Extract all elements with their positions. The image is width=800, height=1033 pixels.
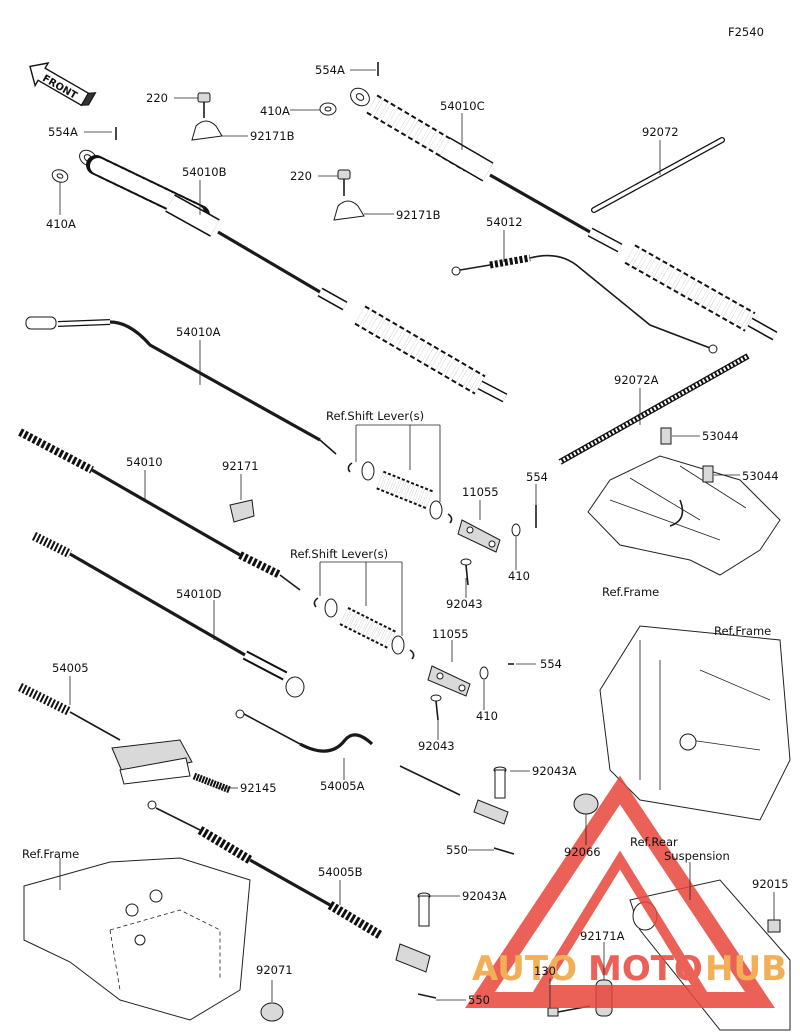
bolt-220-mid <box>337 169 351 196</box>
label-ref-frame-left: Ref.Frame <box>22 847 79 861</box>
frame-ref-top <box>587 455 781 576</box>
clip-92171 <box>229 499 255 523</box>
cable-54010D <box>31 531 305 698</box>
watermark-text-hub: HUB <box>705 949 787 989</box>
label-220-mid: 220 <box>290 169 312 183</box>
pin-92043-top <box>460 558 472 586</box>
label-11055-top: 11055 <box>462 485 499 499</box>
front-direction-arrow: FRONT <box>29 62 97 107</box>
label-54010A: 54010A <box>176 325 221 339</box>
watermark-text-auto: AUTO <box>472 949 577 989</box>
label-410-mid: 410 <box>476 709 498 723</box>
label-ref-rear-2: Suspension <box>664 849 730 863</box>
label-54005A: 54005A <box>320 779 365 793</box>
label-92043A-top: 92043A <box>532 764 577 778</box>
label-92145: 92145 <box>240 781 277 795</box>
leader-lines <box>59 69 775 1008</box>
clamp-92171B-mid <box>333 200 365 221</box>
label-92043-top: 92043 <box>446 597 483 611</box>
label-92171A: 92171A <box>580 929 625 943</box>
cable-54005B <box>147 800 431 973</box>
cable-tie-92072A <box>558 353 750 465</box>
label-92066: 92066 <box>564 845 601 859</box>
shift-lever-parts-2 <box>313 597 415 660</box>
label-ref-frame-top: Ref.Frame <box>602 585 659 599</box>
label-92171: 92171 <box>222 459 259 473</box>
label-53044-top: 53044 <box>702 429 739 443</box>
clip-53044-top <box>660 427 672 445</box>
label-554A-top: 554A <box>315 63 345 77</box>
label-11055-mid: 11055 <box>432 627 469 641</box>
pin-92043-mid <box>430 694 442 721</box>
pin-92043A-top <box>493 766 507 799</box>
label-ref-frame-right: Ref.Frame <box>714 624 771 638</box>
label-92171B-top: 92171B <box>250 129 295 143</box>
grommet-92071 <box>260 1002 284 1022</box>
cable-54005A <box>235 709 509 825</box>
washer-410-mid <box>479 666 489 680</box>
figure-code: F2540 <box>728 25 764 39</box>
clamp-92171B-top <box>191 120 223 141</box>
label-130: 130 <box>534 964 556 978</box>
label-92171B-mid: 92171B <box>396 208 441 222</box>
label-554-top: 554 <box>526 470 548 484</box>
label-54012: 54012 <box>486 215 523 229</box>
pin-550-top <box>493 847 515 855</box>
label-92072: 92072 <box>642 125 679 139</box>
shift-lever-leader-2 <box>319 562 403 636</box>
washer-410-top <box>511 523 521 537</box>
label-54010: 54010 <box>126 455 163 469</box>
bolt-220-top <box>197 92 211 118</box>
label-92043A-bot: 92043A <box>462 889 507 903</box>
label-54010D: 54010D <box>176 587 222 601</box>
frame-ref-right <box>599 625 791 821</box>
label-92043-mid: 92043 <box>418 739 455 753</box>
clip-53044-bot <box>702 465 714 483</box>
cable-54005 <box>17 682 193 785</box>
shift-lever-leader-1 <box>355 425 441 502</box>
label-92015: 92015 <box>752 877 789 891</box>
frame-ref-left <box>23 857 251 1021</box>
label-550-top: 550 <box>446 843 468 857</box>
pin-550-bot <box>417 993 437 999</box>
label-410-top: 410 <box>508 569 530 583</box>
lever-11055-top <box>457 519 501 553</box>
cable-54010 <box>18 428 301 591</box>
pin-92043A-bot <box>417 892 431 927</box>
label-53044-bot: 53044 <box>742 469 779 483</box>
label-92071: 92071 <box>256 963 293 977</box>
cable-54012 <box>451 254 718 354</box>
watermark-logo: AUTO MOTO HUB <box>465 775 787 1008</box>
label-220-top: 220 <box>146 91 168 105</box>
label-54005: 54005 <box>52 661 89 675</box>
lever-11055-mid <box>427 665 471 697</box>
cable-54010A <box>25 316 337 455</box>
label-54005B: 54005B <box>318 865 363 879</box>
label-ref-shift-lever-2: Ref.Shift Lever(s) <box>290 547 388 561</box>
label-554A-left: 554A <box>48 125 78 139</box>
label-ref-rear-1: Ref.Rear <box>630 835 678 849</box>
spring-92145 <box>192 772 232 794</box>
shift-lever-parts-1 <box>347 461 453 524</box>
nut-92015 <box>767 919 781 933</box>
label-ref-shift-lever-1: Ref.Shift Lever(s) <box>326 409 424 423</box>
label-54010B: 54010B <box>182 165 227 179</box>
watermark-text-moto: MOTO <box>588 949 703 989</box>
label-410A-left: 410A <box>46 217 76 231</box>
cable-54010B <box>79 149 508 403</box>
label-92072A: 92072A <box>614 373 659 387</box>
cable-54010C <box>350 87 778 341</box>
label-550-bot: 550 <box>468 993 490 1007</box>
grommet-92066 <box>573 793 599 815</box>
label-410A-top: 410A <box>260 104 290 118</box>
label-554-mid: 554 <box>540 657 562 671</box>
label-54010C: 54010C <box>440 99 485 113</box>
